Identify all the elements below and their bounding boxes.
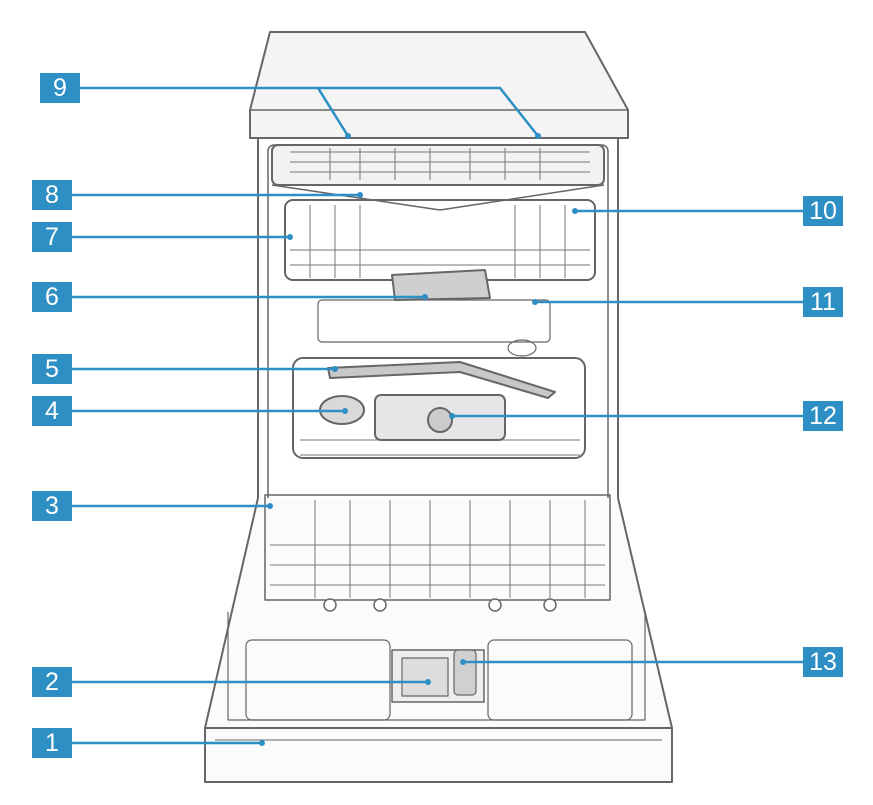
callout-6: 6 xyxy=(32,282,72,312)
callout-3: 3 xyxy=(32,491,72,521)
callout-4: 4 xyxy=(32,396,72,426)
callout-5: 5 xyxy=(32,354,72,384)
callout-10: 10 xyxy=(803,196,843,226)
callout-1: 1 xyxy=(32,728,72,758)
callout-11: 11 xyxy=(803,287,843,317)
lower-basket xyxy=(292,357,586,459)
callout-7: 7 xyxy=(32,222,72,252)
callout-13: 13 xyxy=(803,647,843,677)
upper-basket xyxy=(284,199,596,281)
door xyxy=(204,497,673,783)
cutlery-drawer xyxy=(271,144,605,186)
callout-lines xyxy=(72,86,803,745)
callout-9: 9 xyxy=(40,73,80,103)
lower-spray-arm xyxy=(327,361,556,399)
callout-2: 2 xyxy=(32,667,72,697)
callout-12: 12 xyxy=(803,401,843,431)
upper-spray-arm xyxy=(391,269,491,301)
tub xyxy=(257,138,619,498)
callout-8: 8 xyxy=(32,180,72,210)
worktop xyxy=(249,31,629,139)
